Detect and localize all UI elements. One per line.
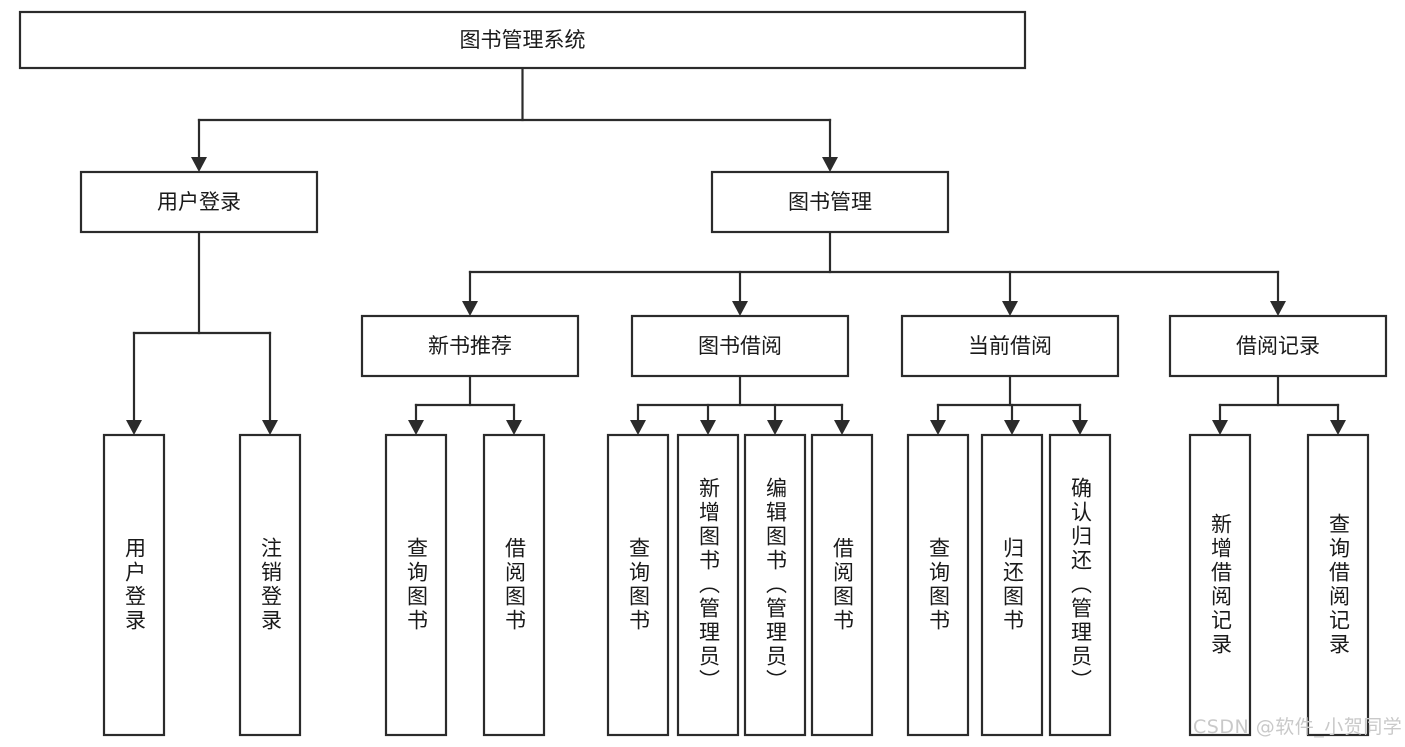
node-box-l2-1[interactable]: [710, 170, 950, 234]
leaf-box-1[interactable]: [238, 433, 302, 737]
connector-3-to-leaf-1-head: [1004, 420, 1020, 435]
leaf-box-12[interactable]: [1306, 433, 1370, 737]
node-box-root[interactable]: [18, 10, 1027, 70]
connector-2-to-leaf-0-head: [630, 420, 646, 435]
node-box-l3-3[interactable]: [1168, 314, 1388, 378]
connector-2-to-leaf-2-head: [767, 420, 783, 435]
connector-root-to-l2-0-head: [191, 157, 207, 172]
connector-1-to-leaf-1-head: [506, 420, 522, 435]
node-box-l3-1[interactable]: [630, 314, 850, 378]
node-label-l2-1: 图书管理: [788, 190, 872, 214]
connector-3-to-leaf-2-head: [1072, 420, 1088, 435]
connector-l2-to-l3-3-head: [1270, 301, 1286, 316]
connector-l2-to-l3-2-head: [1002, 301, 1018, 316]
node-box-l2-0[interactable]: [79, 170, 319, 234]
leaf-box-6[interactable]: [743, 433, 807, 737]
leaf-box-11[interactable]: [1188, 433, 1252, 737]
node-box-layer: [18, 10, 1388, 737]
connector-2-to-leaf-3-head: [834, 420, 850, 435]
connector-l2-to-l3-0-head: [462, 301, 478, 316]
leaf-box-5[interactable]: [676, 433, 740, 737]
node-label-l2-0: 用户登录: [157, 190, 241, 214]
connector-l2-to-l3-1-head: [732, 301, 748, 316]
node-label-l3-2: 当前借阅: [968, 334, 1052, 358]
node-label-l3-0: 新书推荐: [428, 334, 512, 358]
leaf-box-2[interactable]: [384, 433, 448, 737]
connector-0-to-leaf-1-head: [262, 420, 278, 435]
connector-root-to-l2-1-head: [822, 157, 838, 172]
leaf-box-9[interactable]: [980, 433, 1044, 737]
node-label-root: 图书管理系统: [460, 28, 586, 52]
leaf-box-8[interactable]: [906, 433, 970, 737]
node-box-l3-0[interactable]: [360, 314, 580, 378]
node-label-l3-1: 图书借阅: [698, 334, 782, 358]
watermark: CSDN @软件_小贺同学: [1193, 716, 1403, 738]
leaf-box-0[interactable]: [102, 433, 166, 737]
connector-2-to-leaf-1-head: [700, 420, 716, 435]
node-label-l3-3: 借阅记录: [1236, 334, 1320, 358]
connector-3-to-leaf-0-head: [930, 420, 946, 435]
connector-0-to-leaf-0-head: [126, 420, 142, 435]
connector-layer: [126, 66, 1346, 435]
leaf-box-10[interactable]: [1048, 433, 1112, 737]
connector-4-to-leaf-0-head: [1212, 420, 1228, 435]
leaf-box-7[interactable]: [810, 433, 874, 737]
node-box-l3-2[interactable]: [900, 314, 1120, 378]
leaf-box-3[interactable]: [482, 433, 546, 737]
connector-4-to-leaf-1-head: [1330, 420, 1346, 435]
connector-1-to-leaf-0-head: [408, 420, 424, 435]
leaf-box-4[interactable]: [606, 433, 670, 737]
